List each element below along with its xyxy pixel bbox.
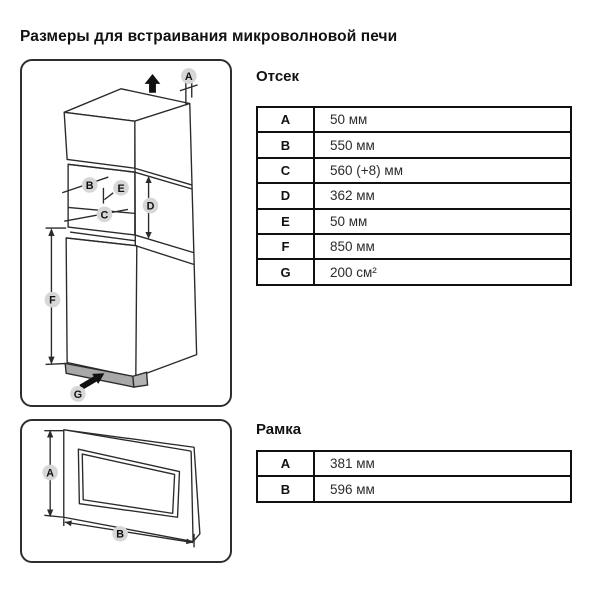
badge-f: F: [44, 291, 61, 308]
dimension-value: 50 мм: [313, 207, 572, 235]
dimension-key: F: [256, 232, 315, 261]
cabinet-outline: [62, 88, 198, 378]
table-row: A 381 мм: [256, 449, 572, 478]
svg-text:A: A: [46, 467, 54, 479]
table-row: F 850 мм: [256, 232, 572, 261]
dimension-key: G: [256, 258, 315, 286]
dimension-value: 560 (+8) мм: [313, 156, 572, 185]
svg-text:F: F: [49, 295, 56, 307]
dimension-key: B: [256, 475, 315, 503]
dimension-line-c: [64, 208, 129, 222]
svg-text:G: G: [74, 389, 82, 401]
table-row: C 560 (+8) мм: [256, 156, 572, 185]
frame-diagram-panel: A B: [20, 419, 232, 563]
page-title: Размеры для встраивания микроволновой пе…: [20, 28, 398, 45]
airflow-vent-arrow-icon: [79, 373, 105, 390]
dimension-marks-a: [179, 80, 198, 106]
frame-outline: [63, 429, 201, 543]
table-row: G 200 см²: [256, 258, 572, 286]
dimension-key: C: [256, 156, 315, 185]
badge-d: D: [142, 197, 159, 214]
frame-opening: [81, 453, 176, 515]
badge-b: B: [112, 526, 128, 542]
dimension-line-b: [63, 518, 195, 548]
compartment-heading: Отсек: [256, 68, 300, 85]
dimension-value: 550 мм: [313, 131, 572, 159]
dimension-value: 596 мм: [313, 475, 572, 503]
table-row: A 50 мм: [256, 105, 572, 134]
svg-text:E: E: [117, 183, 124, 195]
dimension-key: D: [256, 182, 315, 210]
frame-heading: Рамка: [256, 421, 302, 438]
table-row: D 362 мм: [256, 182, 572, 210]
dimension-key: A: [256, 105, 315, 134]
svg-text:C: C: [101, 209, 109, 221]
table-row: B 550 мм: [256, 131, 572, 159]
badge-c: C: [96, 206, 113, 223]
svg-text:A: A: [185, 71, 193, 83]
svg-text:B: B: [86, 180, 94, 192]
svg-text:B: B: [116, 529, 124, 541]
dimension-key: B: [256, 131, 315, 159]
dimension-value: 200 см²: [313, 258, 572, 286]
dimension-value: 362 мм: [313, 182, 572, 210]
dimension-value: 850 мм: [313, 232, 572, 261]
badge-a: A: [180, 68, 197, 84]
dimension-key: A: [256, 449, 315, 478]
badge-a: A: [42, 464, 58, 481]
dimension-value: 381 мм: [313, 449, 572, 478]
airflow-up-arrow-icon: [144, 74, 161, 93]
table-row: B 596 мм: [256, 475, 572, 503]
cabinet-diagram: A B E C D F G: [44, 68, 198, 402]
frame-diagram: A B: [42, 429, 201, 548]
dimension-value: 50 мм: [313, 105, 572, 134]
compartment-table: A 50 мм B 550 мм C 560 (+8) мм D 362 мм …: [256, 105, 572, 286]
frame-table: A 381 мм B 596 мм: [256, 449, 572, 503]
badge-b: B: [81, 177, 98, 193]
dimension-key: E: [256, 207, 315, 235]
microwave-niche: [67, 163, 136, 236]
badge-e: E: [113, 180, 129, 196]
cabinet-diagram-panel: A B E C D F G: [20, 59, 232, 407]
table-row: E 50 мм: [256, 207, 572, 235]
badge-g: G: [70, 386, 86, 402]
svg-text:D: D: [147, 200, 155, 212]
